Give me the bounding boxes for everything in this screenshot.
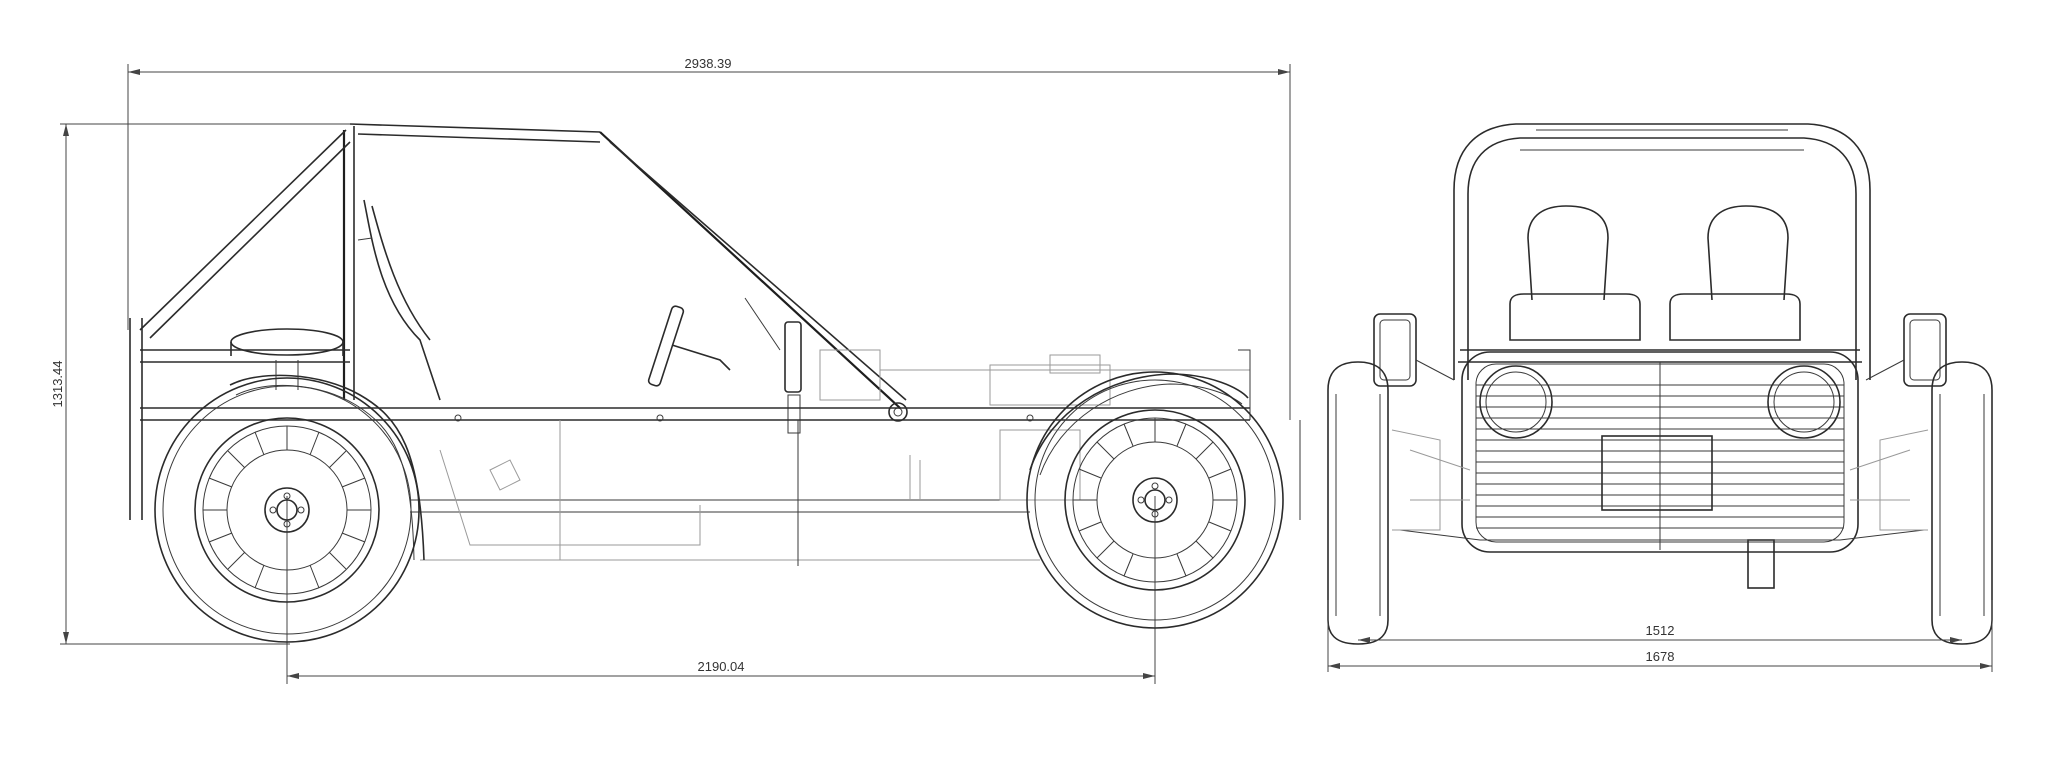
front-roll-hoop xyxy=(1453,123,1871,380)
overall-width-dimension: 1678 xyxy=(1327,600,1993,672)
front-left-tire xyxy=(1327,361,1441,645)
overall-height-label: 1313.44 xyxy=(50,361,65,408)
overall-length-label: 2938.39 xyxy=(685,56,732,71)
rear-wheel-spokes xyxy=(203,426,371,594)
overall-width-label: 1678 xyxy=(1646,649,1675,664)
front-right-tire xyxy=(1879,361,1993,645)
steering-wheel xyxy=(647,297,802,434)
side-mirrors xyxy=(1373,313,1947,387)
front-view: 1512 1678 xyxy=(1327,123,1993,672)
chassis-body xyxy=(140,349,1301,566)
front-body xyxy=(1399,349,1925,589)
wheelbase-dimension: 2190.04 xyxy=(286,496,1156,684)
side-view: 2938.39 1313.44 2190.04 xyxy=(50,56,1301,684)
overall-height-dimension: 1313.44 xyxy=(50,123,350,645)
roll-cage xyxy=(129,123,908,520)
track-width-label: 1512 xyxy=(1646,623,1675,638)
spare-tire xyxy=(230,328,344,390)
rear-fender xyxy=(229,374,425,561)
front-wheel xyxy=(1026,371,1284,629)
front-fender xyxy=(1029,373,1249,476)
seat xyxy=(357,199,441,401)
front-wheel-spokes xyxy=(1073,418,1237,582)
track-width-dimension: 1512 xyxy=(1358,623,1962,643)
front-seats xyxy=(1509,205,1801,341)
wheelbase-label: 2190.04 xyxy=(698,659,745,674)
rear-wheel xyxy=(154,377,420,643)
overall-length-dimension: 2938.39 xyxy=(127,56,1291,420)
